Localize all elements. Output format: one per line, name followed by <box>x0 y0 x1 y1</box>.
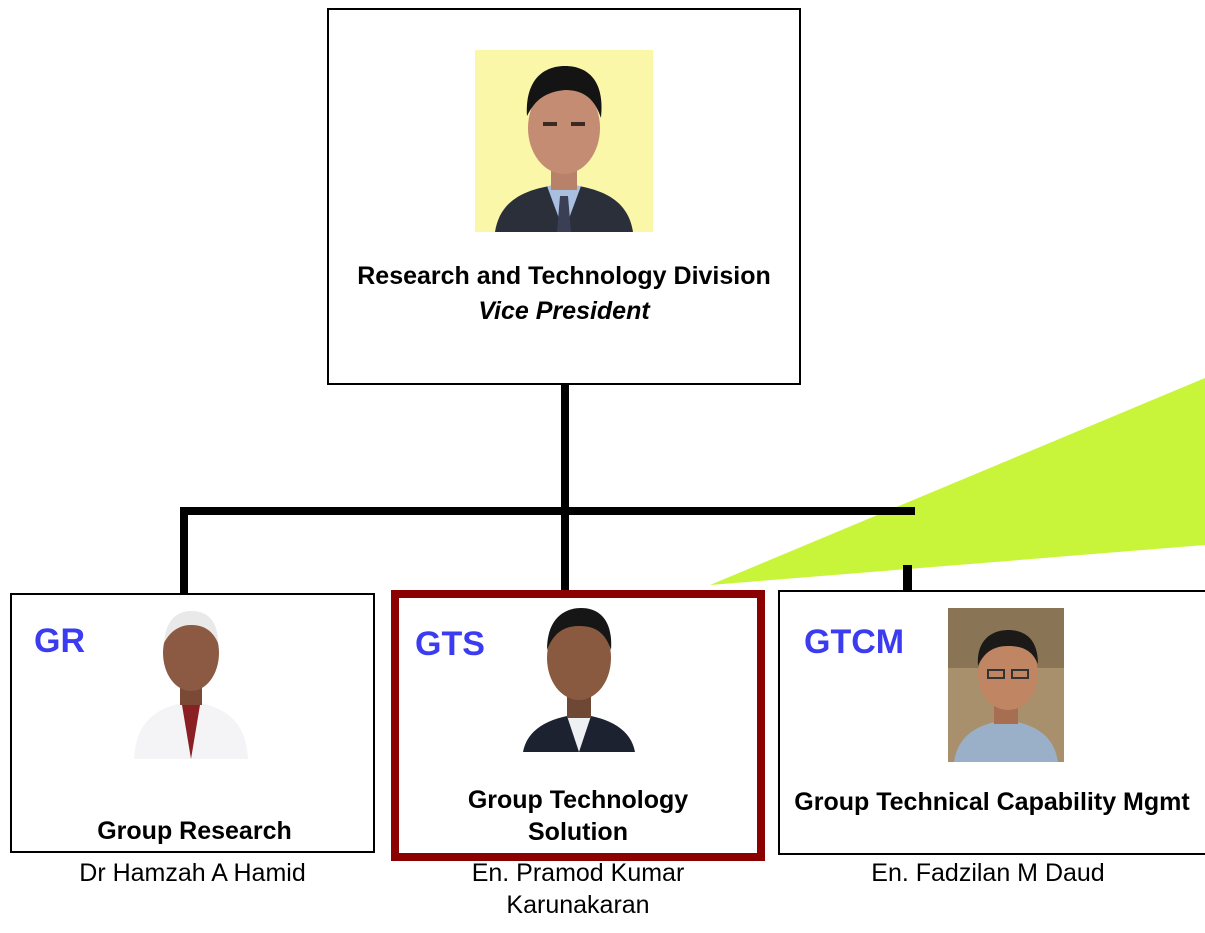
unit-abbr-gts: GTS <box>415 625 485 663</box>
vp-title: Research and Technology Division Vice Pr… <box>339 260 789 327</box>
gts-photo <box>523 608 635 752</box>
connector-drop-gr <box>180 507 188 595</box>
connector-drop-gtcm <box>903 565 912 591</box>
gtcm-photo <box>948 608 1064 762</box>
unit-person-gtcm: En. Fadzilan M Daud <box>871 859 1105 887</box>
unit-person-gts-text: En. Pramod Kumar Karunakaran <box>471 859 685 919</box>
unit-title-gts: Group Technology Solution <box>409 784 747 848</box>
vp-box: Research and Technology Division Vice Pr… <box>327 8 801 385</box>
unit-title-gts-text: Group Technology Solution <box>467 786 689 846</box>
gr-photo <box>134 611 248 759</box>
vp-division-label: Research and Technology Division <box>357 262 771 290</box>
unit-abbr-gtcm: GTCM <box>804 623 905 661</box>
unit-person-gts: En. Pramod Kumar Karunakaran <box>408 857 748 921</box>
unit-title-gr: Group Research <box>97 817 292 845</box>
vp-photo <box>475 50 653 232</box>
connector-vertical-top <box>561 384 569 596</box>
connector-horizontal <box>180 507 915 515</box>
unit-box-gts: GTS Group Technology Solution <box>391 590 765 861</box>
unit-box-gtcm: GTCM Group Technical Capability Mgmt <box>778 590 1205 855</box>
vp-role-label: Vice President <box>478 297 650 325</box>
unit-person-gr: Dr Hamzah A Hamid <box>79 859 306 887</box>
unit-title-gtcm: Group Technical Capability Mgmt <box>794 788 1190 816</box>
unit-abbr-gr: GR <box>34 622 85 660</box>
unit-box-gr: GR Group Research <box>10 593 375 853</box>
